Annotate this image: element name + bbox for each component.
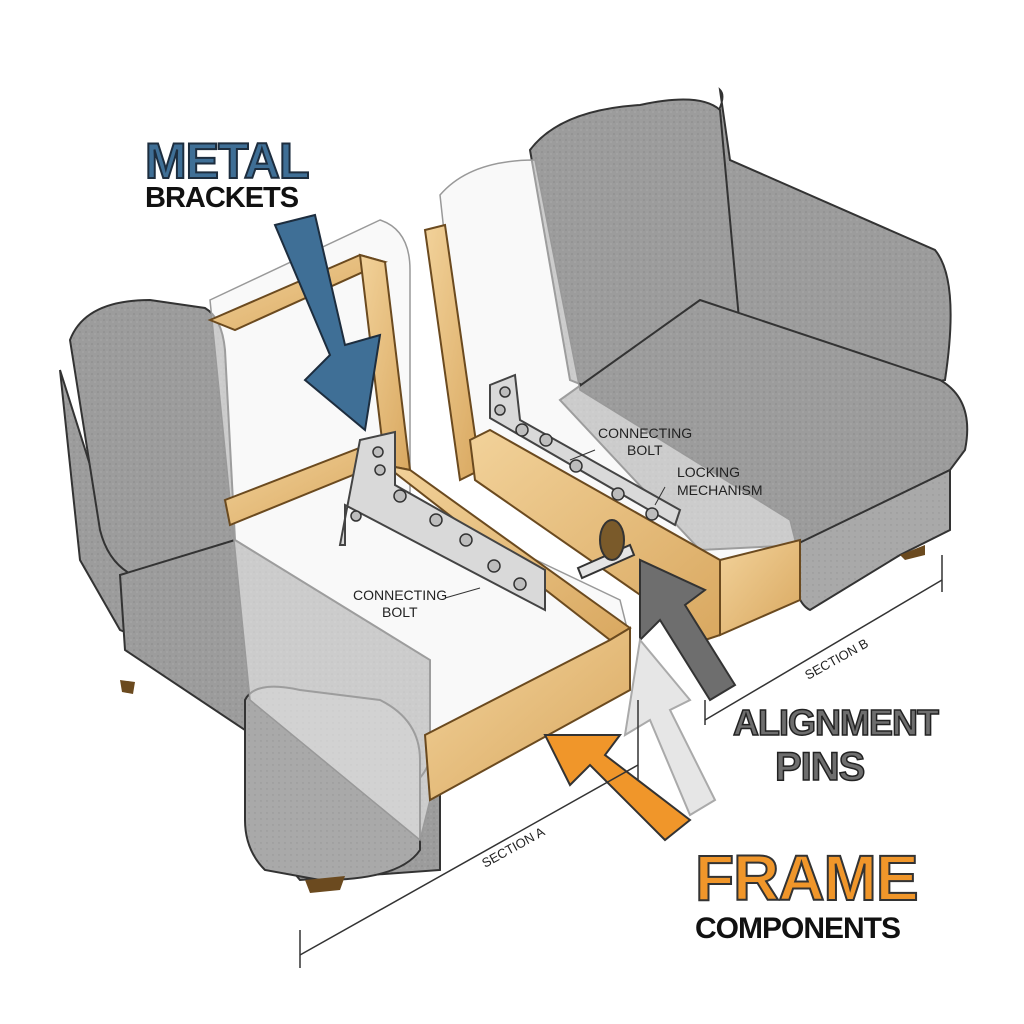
metal-label-line1: METAL xyxy=(145,133,308,189)
connecting-bolt-left-line1: CONNECTING xyxy=(353,587,447,603)
metal-brackets-arrow xyxy=(273,213,382,432)
connecting-bolt-right-line1: CONNECTING xyxy=(598,425,692,441)
section-a-frame-front-rail xyxy=(423,626,631,802)
metal-label-line2: BRACKETS xyxy=(145,182,299,214)
connecting-bolt-leader-lines xyxy=(444,449,666,599)
frame-label-line2: COMPONENTS xyxy=(695,912,900,945)
connecting-bolt-left-line2: BOLT xyxy=(382,604,418,620)
alignment-pins-arrow-dark xyxy=(639,558,737,702)
section-a-label: SECTION A xyxy=(479,824,547,871)
section-b-foot xyxy=(900,545,925,560)
section-b-metal-bracket xyxy=(489,373,682,527)
section-a-bolts xyxy=(350,446,527,591)
alignment-pins-arrow-light xyxy=(623,637,717,817)
sofa-section-b xyxy=(423,87,969,642)
section-b-bolts xyxy=(494,386,659,521)
section-b-dimension xyxy=(704,555,943,725)
alignment-label-line1: ALIGNMENT xyxy=(733,702,939,743)
locking-mechanism-line2: MECHANISM xyxy=(677,482,763,498)
pin-slot xyxy=(599,519,625,561)
alignment-label-line2: PINS xyxy=(775,745,865,789)
section-b-frame-front xyxy=(719,538,801,637)
frame-label-line1: FRAME xyxy=(695,842,918,914)
connecting-bolt-right-line2: BOLT xyxy=(627,442,663,458)
locking-mechanism-line1: LOCKING xyxy=(677,464,740,480)
section-a-foot-left xyxy=(120,680,135,694)
frame-components-arrow xyxy=(543,734,692,842)
section-a-foot-front xyxy=(305,876,345,893)
section-a-dimension xyxy=(299,700,639,968)
